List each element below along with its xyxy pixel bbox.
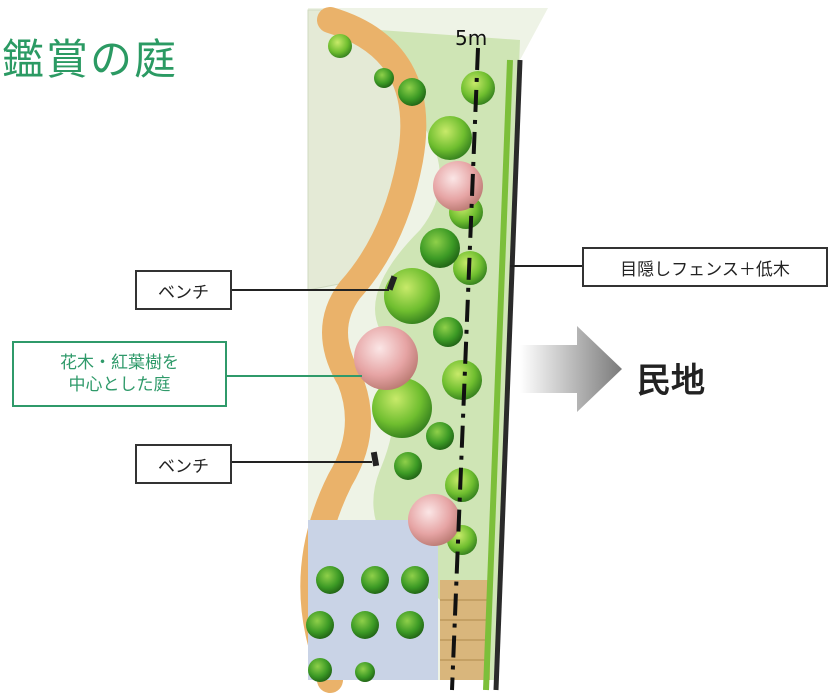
bench-top [386,275,398,291]
paving-area [308,520,438,680]
scale-label: 5m [455,26,488,50]
bench-label-bottom-text: ベンチ [158,456,209,477]
paving-trees [306,566,429,682]
bench-bottom [370,451,380,467]
garden-path [300,7,427,693]
bench-label-bottom: ベンチ [135,444,232,484]
garden-label-line1: 花木・紅葉樹を [60,353,179,373]
fence-label: 目隠しフェンス＋低木 [582,247,828,287]
fence-label-text: 目隠しフェンス＋低木 [620,259,790,280]
setback-line [450,47,480,691]
bench-label-top-text: ベンチ [158,282,209,303]
fence-line [493,59,523,691]
arrow-icon [520,326,622,412]
tree-column [328,34,495,555]
garden-label-line2: 中心とした庭 [68,375,171,395]
bench-label-top: ベンチ [135,270,232,310]
neighbor-land-label: 民地 [637,361,705,401]
flowering-trees [354,161,483,546]
garden-label: 花木・紅葉樹を 中心とした庭 [12,341,227,407]
page-title: 鑑賞の庭 [2,35,179,84]
